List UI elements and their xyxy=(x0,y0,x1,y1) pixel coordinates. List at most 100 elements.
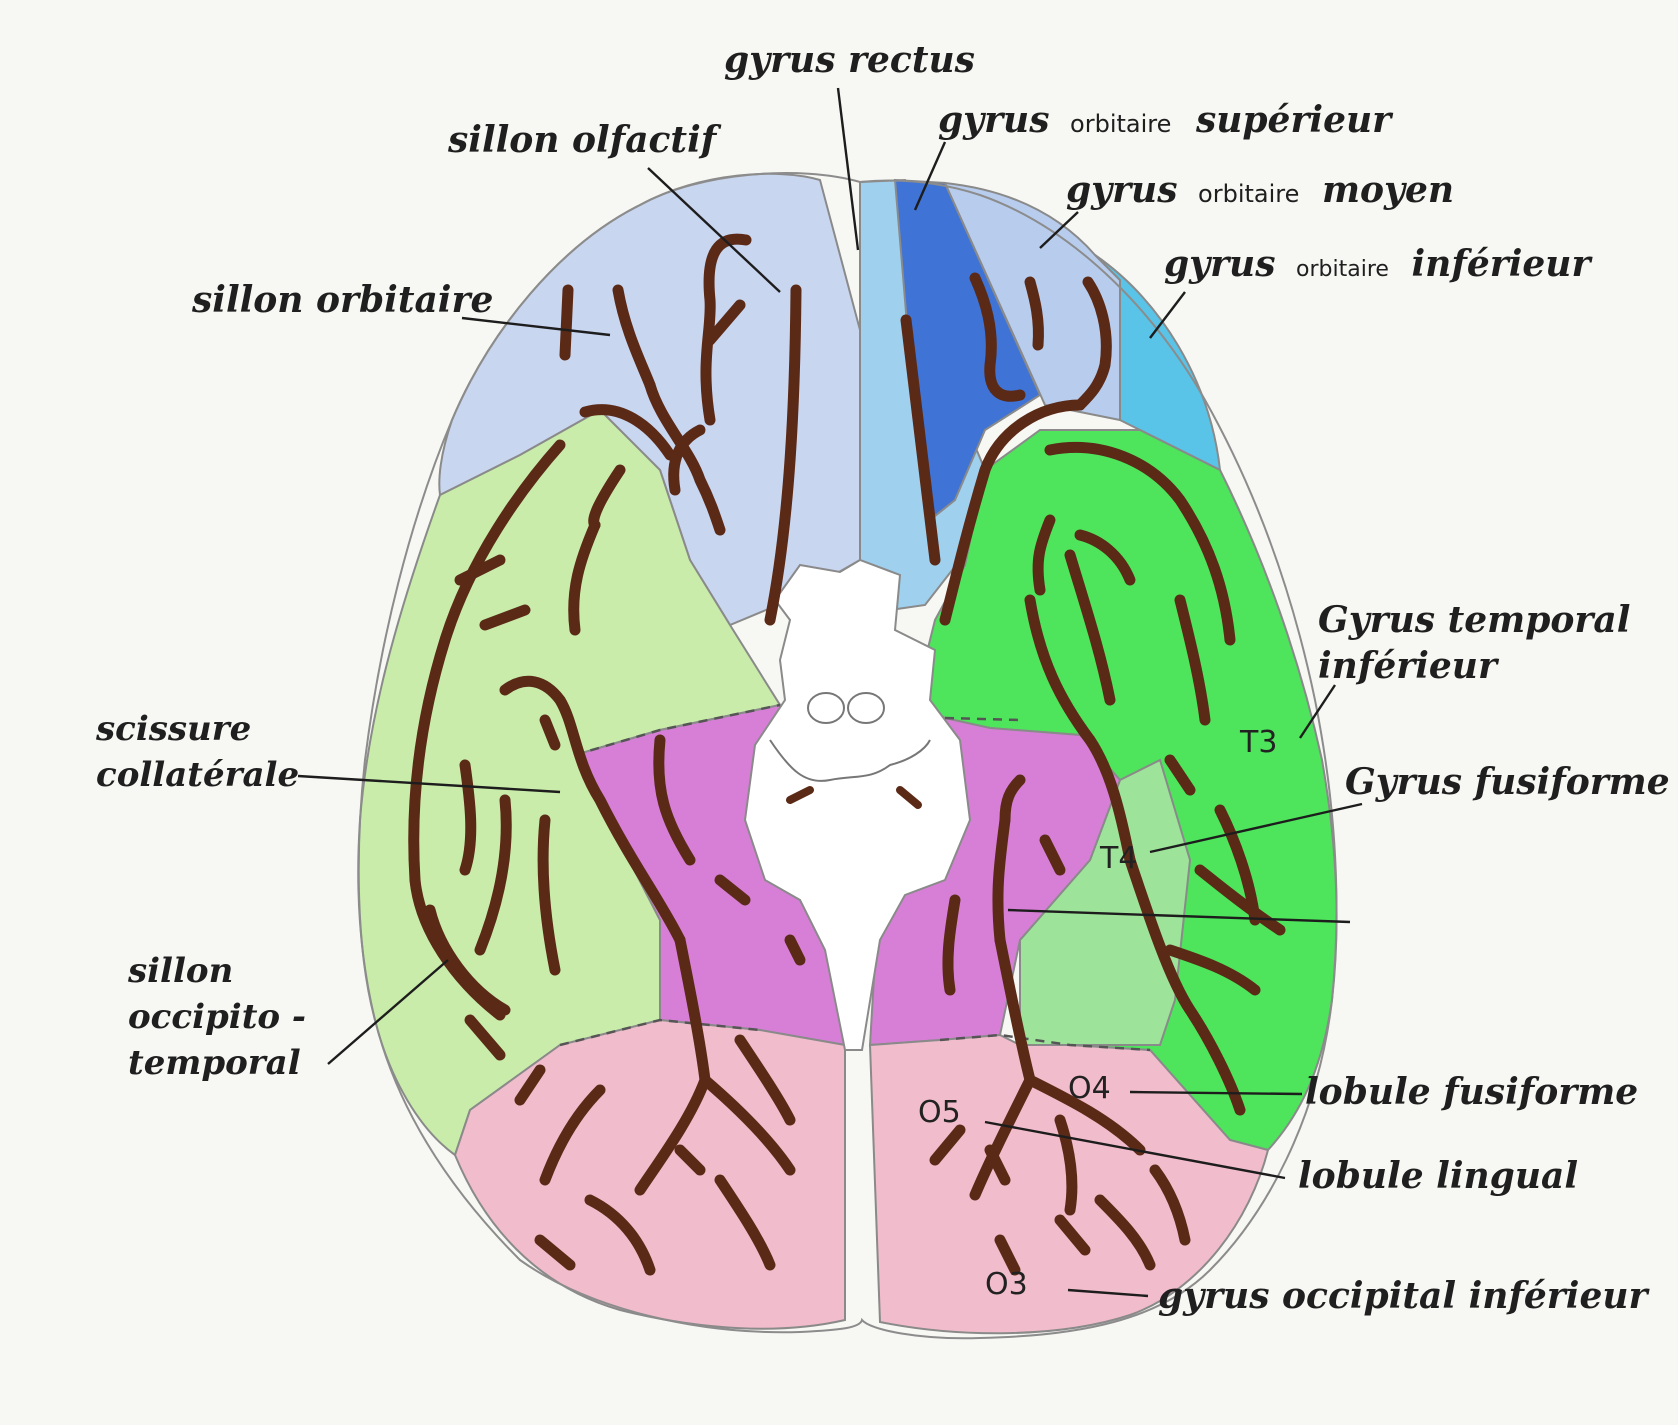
label-gyrus-temporal-inferieur-1: Gyrus temporal xyxy=(1318,599,1630,641)
label-sillon-orbitaire: sillon orbitaire xyxy=(191,279,493,321)
sulcus xyxy=(539,714,561,751)
sulcus xyxy=(1044,441,1236,646)
boundary-left-occipital xyxy=(559,1018,761,1047)
sulcus xyxy=(929,1124,966,1166)
leader-gyrus-rectus xyxy=(836,87,860,251)
sulcus xyxy=(668,424,706,496)
sulcus xyxy=(942,894,961,996)
sulcus xyxy=(408,439,566,886)
label-gyrus-fusiforme: Gyrus fusiforme xyxy=(1345,761,1670,803)
sulcus xyxy=(464,1014,506,1061)
brainstem-contour xyxy=(769,739,931,782)
leader-gyrus-orb-sup xyxy=(913,141,947,211)
sulcus xyxy=(499,675,686,946)
sulcus xyxy=(764,284,802,626)
label-part: inférieur xyxy=(1412,243,1594,285)
label-sillon-occipito-1: sillon xyxy=(127,951,233,991)
sulcus xyxy=(1024,1074,1146,1156)
sulcus xyxy=(1032,514,1056,596)
sulcus xyxy=(674,1144,706,1176)
mark-t4: T4 xyxy=(1099,841,1137,876)
sulcus xyxy=(514,1064,546,1106)
sulcus xyxy=(1084,734,1136,866)
sulcus xyxy=(1149,1164,1191,1246)
sulcus xyxy=(999,774,1026,826)
label-lobule-fusiforme: lobule fusiforme xyxy=(1305,1071,1638,1113)
mammillary-body-left xyxy=(807,692,845,724)
leader-lobule-fusiforme xyxy=(1129,1090,1303,1096)
label-part: gyrus xyxy=(938,99,1050,141)
brainstem-notch-left xyxy=(786,786,814,804)
sulcus xyxy=(699,1074,796,1176)
sulcus xyxy=(579,404,676,461)
label-sillon-occipito-2: occipito - xyxy=(128,997,306,1037)
sulcus xyxy=(1194,864,1286,936)
label-sillon-occipito-3: temporal xyxy=(128,1043,301,1083)
sulcus xyxy=(1024,594,1096,746)
label-part: orbitaire xyxy=(1198,180,1299,208)
sulcus xyxy=(454,554,506,586)
sulcus xyxy=(992,814,1011,946)
sulcus xyxy=(1174,594,1211,726)
label-lobule-lingual: lobule lingual xyxy=(1298,1155,1578,1197)
sulcus xyxy=(674,934,711,1086)
sulcus xyxy=(700,233,752,426)
label-part: orbitaire xyxy=(1296,257,1389,282)
sulcus xyxy=(588,464,626,531)
sulcus xyxy=(1164,944,1261,996)
region-brainstem xyxy=(743,558,972,1051)
sulcus xyxy=(559,284,574,361)
leader-gyrus-fusiforme xyxy=(1149,802,1363,854)
label-sillon-olfactif: sillon olfactif xyxy=(447,119,722,161)
leader-gyrus-temporal-inf xyxy=(1298,684,1337,739)
sulcus xyxy=(644,379,726,536)
boundary-left-temporal-limbic xyxy=(574,703,781,757)
sulcus xyxy=(734,1034,796,1126)
leader-sillon-olfactif xyxy=(647,167,781,293)
label-gyrus-orbitaire-inferieur: gyrus orbitaire inférieur xyxy=(1164,243,1593,285)
sulcus xyxy=(479,604,531,631)
sulcus xyxy=(584,1194,656,1276)
leader-gyrus-orb-moy xyxy=(1039,211,1079,249)
mark-t3: T3 xyxy=(1239,725,1277,760)
label-part: orbitaire xyxy=(1070,110,1171,138)
sulcus xyxy=(534,1234,576,1271)
sulcus xyxy=(612,284,656,391)
mark-o3: O3 xyxy=(985,1267,1028,1302)
sulcus xyxy=(969,272,1026,402)
sulcus xyxy=(994,934,1036,1086)
sulcus xyxy=(969,1074,1036,1201)
brain-outline xyxy=(357,172,1338,1340)
sulcus xyxy=(704,299,746,346)
mark-o5: O5 xyxy=(918,1095,961,1130)
sulcus xyxy=(1074,529,1136,586)
label-part: gyrus xyxy=(1164,243,1276,285)
sulcus xyxy=(1124,854,1246,1116)
brainstem-notch-right xyxy=(896,786,922,809)
leader-sillon-orbitaire xyxy=(461,316,611,337)
leader-sillon-occipito-temporal xyxy=(327,959,449,1065)
leader-gyrus-orb-inf xyxy=(1149,291,1186,339)
sulcus xyxy=(537,814,561,976)
label-gyrus-orbitaire-superieur: gyrus orbitaire supérieur xyxy=(938,99,1394,141)
label-part: moyen xyxy=(1322,169,1454,211)
sulcus xyxy=(1024,276,1044,351)
label-gyrus-occipital-inferieur: gyrus occipital inférieur xyxy=(1158,1275,1651,1317)
label-part: supérieur xyxy=(1195,99,1394,141)
leader-scissure-collaterale xyxy=(297,774,561,794)
label-scissure-1: scissure xyxy=(95,709,251,749)
sulcus xyxy=(653,734,696,866)
label-scissure-2: collatérale xyxy=(96,755,299,795)
mammillary-body-right xyxy=(847,692,885,724)
leader-fusiform-secondary xyxy=(1007,908,1351,924)
sulcus xyxy=(714,874,751,906)
sulcus xyxy=(1094,1194,1156,1271)
sulcus xyxy=(984,1144,1011,1186)
sulcus xyxy=(784,934,806,966)
boundary-right-temporal-limbic xyxy=(944,716,1021,722)
leader-gyrus-occipital-inf xyxy=(1067,1288,1149,1298)
sulcus xyxy=(424,904,511,1016)
sulcus xyxy=(1039,834,1066,876)
